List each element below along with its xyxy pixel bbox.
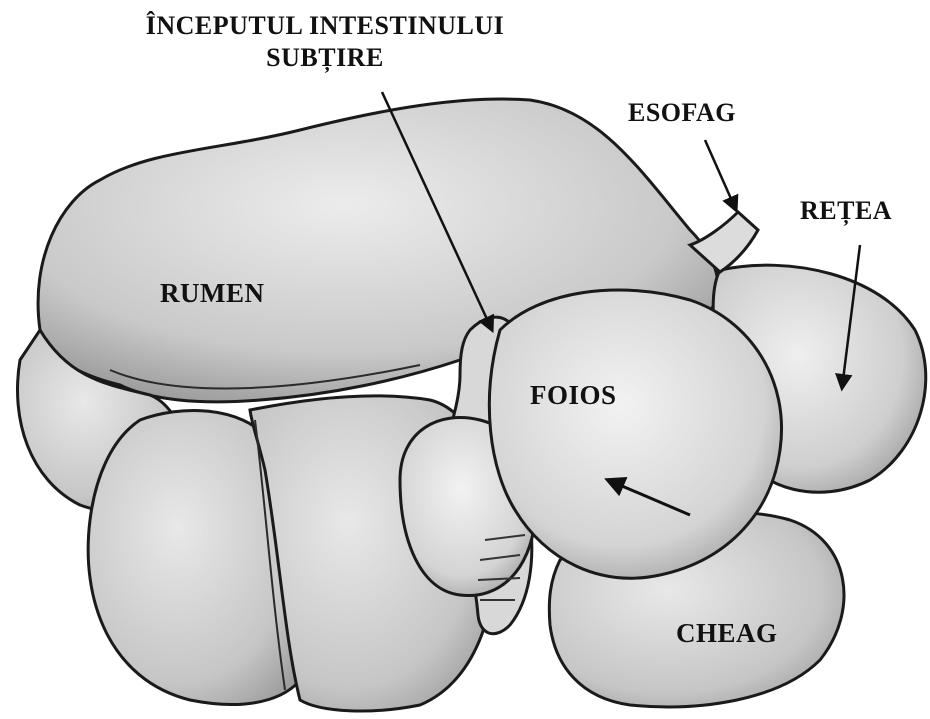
label-esofag: ESOFAG [628, 98, 736, 128]
label-retea: REȚEA [800, 196, 892, 226]
esofag-arrow [705, 140, 736, 210]
label-foios: FOIOS [530, 380, 617, 411]
label-cheag: CHEAG [676, 618, 778, 649]
foios-organ [489, 290, 781, 578]
label-rumen: RUMEN [160, 278, 265, 309]
label-intestin: ÎNCEPUTUL INTESTINULUI SUBȚIRE [120, 10, 530, 74]
